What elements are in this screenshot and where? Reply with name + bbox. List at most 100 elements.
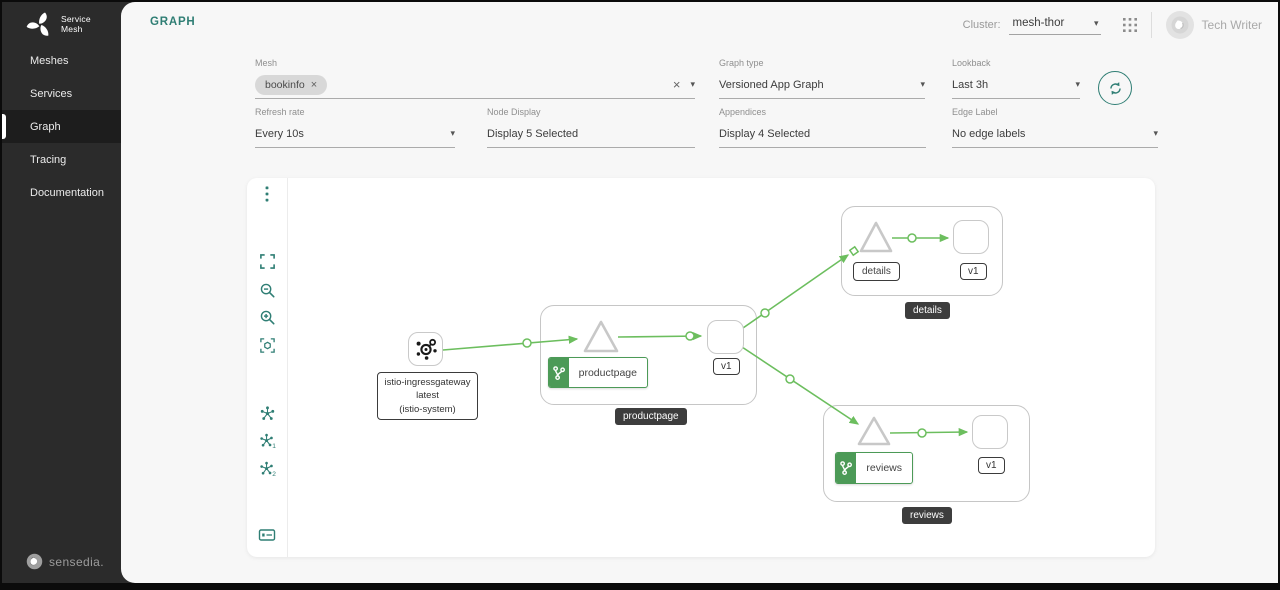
refresh-button[interactable] xyxy=(1098,71,1132,105)
graph-type-label: Graph type xyxy=(719,58,764,68)
mesh-chip[interactable]: bookinfo × xyxy=(255,74,328,95)
refresh-rate-select[interactable]: Every 10s ▾ xyxy=(255,122,455,148)
graph-type-field: Graph type Versioned App Graph ▾ xyxy=(719,58,925,99)
logo-line-1: Service xyxy=(61,14,91,25)
layout-1-icon[interactable]: 1 xyxy=(258,431,276,449)
main-panel: GRAPH Cluster: mesh-thor ▾ xyxy=(121,2,1278,583)
sidebar-item-label: Tracing xyxy=(30,153,67,166)
mesh-node-icon xyxy=(416,338,437,360)
svg-text:2: 2 xyxy=(272,471,276,477)
refresh-rate-label: Refresh rate xyxy=(255,107,305,117)
header-divider xyxy=(1150,12,1152,38)
refresh-rate-value: Every 10s xyxy=(255,127,304,140)
version-label-details[interactable]: v1 xyxy=(960,263,987,280)
sidebar: Service Mesh Meshes Services Graph Traci… xyxy=(2,2,121,583)
graph-menu-kebab-icon[interactable] xyxy=(258,185,276,203)
sidebar-item-tracing[interactable]: Tracing xyxy=(2,143,121,176)
app-badge-reviews[interactable]: reviews xyxy=(835,452,913,484)
node-label-istio-ingressgateway[interactable]: istio-ingressgateway latest (istio-syste… xyxy=(377,372,478,420)
workload-node-reviews-v1[interactable] xyxy=(972,415,1008,449)
mesh-field-label: Mesh xyxy=(255,58,278,68)
group-tooltip-details: details xyxy=(905,302,950,319)
caret-down-icon: ▾ xyxy=(920,79,925,89)
workload-node-productpage-v1[interactable] xyxy=(707,320,744,354)
sensedia-logo-icon xyxy=(26,553,43,570)
sidebar-item-graph[interactable]: Graph xyxy=(2,110,121,143)
logo-line-2: Mesh xyxy=(61,24,83,34)
avatar[interactable] xyxy=(1165,11,1194,39)
version-label-reviews[interactable]: v1 xyxy=(978,457,1005,474)
gateway-namespace: (istio-system) xyxy=(399,403,456,415)
service-triangle-details[interactable] xyxy=(858,219,894,255)
zoom-fit-icon[interactable] xyxy=(258,336,276,354)
logo-text: Service Mesh xyxy=(61,14,91,35)
versioned-app-icon xyxy=(549,358,569,387)
service-triangle-reviews[interactable] xyxy=(856,414,892,448)
node-display-value: Display 5 Selected xyxy=(487,127,579,140)
clear-icon[interactable]: × xyxy=(672,77,681,92)
sidebar-item-label: Services xyxy=(30,87,73,100)
graph-type-select[interactable]: Versioned App Graph ▾ xyxy=(719,73,925,99)
edge-label-field: Edge Label No edge labels ▾ xyxy=(952,107,1158,148)
user-name: Tech Writer xyxy=(1201,18,1262,32)
group-tooltip-productpage: productpage xyxy=(615,408,687,425)
sidebar-item-meshes[interactable]: Meshes xyxy=(2,44,121,77)
app-badge-label: reviews xyxy=(866,462,902,474)
node-display-select[interactable]: Display 5 Selected xyxy=(487,122,695,148)
app-badge-productpage[interactable]: productpage xyxy=(548,357,648,388)
graph-toolbar: 1 2 xyxy=(247,178,288,557)
layout-2-icon[interactable]: 2 xyxy=(258,459,276,477)
caret-down-icon: ▾ xyxy=(1094,17,1099,28)
node-label-details[interactable]: details xyxy=(853,262,900,281)
page-title: GRAPH xyxy=(150,16,196,28)
gateway-name: istio-ingressgateway xyxy=(384,377,471,388)
caret-down-icon: ▾ xyxy=(1075,79,1080,89)
svg-text:1: 1 xyxy=(272,443,276,449)
lookback-field: Lookback Last 3h ▾ xyxy=(952,58,1080,99)
sidebar-item-services[interactable]: Services xyxy=(2,77,121,110)
header-controls: Cluster: mesh-thor ▾ xyxy=(963,9,1262,41)
app-badge-label: productpage xyxy=(578,366,637,379)
graph-canvas: 1 2 xyxy=(247,178,1155,557)
node-istio-ingressgateway[interactable] xyxy=(408,332,443,366)
lookback-label: Lookback xyxy=(952,58,991,68)
mesh-field-value[interactable]: bookinfo × × ▾ xyxy=(255,73,695,99)
version-label-productpage[interactable]: v1 xyxy=(713,358,740,375)
caret-down-icon[interactable]: ▾ xyxy=(690,79,695,89)
sidebar-nav: Meshes Services Graph Tracing Documentat… xyxy=(2,44,121,209)
mesh-field: Mesh bookinfo × × ▾ xyxy=(255,58,695,99)
service-mesh-logo: Service Mesh xyxy=(26,11,91,39)
fullscreen-icon[interactable] xyxy=(258,252,276,270)
edge-label-select[interactable]: No edge labels ▾ xyxy=(952,122,1158,148)
gateway-version: latest xyxy=(416,390,439,402)
cluster-select[interactable]: mesh-thor ▾ xyxy=(1008,15,1101,35)
sidebar-item-label: Meshes xyxy=(30,54,69,67)
edge-label-label: Edge Label xyxy=(952,107,998,117)
group-tooltip-reviews: reviews xyxy=(902,507,952,524)
legend-icon[interactable] xyxy=(258,526,276,544)
service-triangle-productpage[interactable] xyxy=(581,318,621,355)
workload-node-details-v1[interactable] xyxy=(953,220,989,254)
lookback-select[interactable]: Last 3h ▾ xyxy=(952,73,1080,99)
cluster-label: Cluster: xyxy=(962,19,1001,31)
node-display-field: Node Display Display 5 Selected xyxy=(487,107,695,148)
zoom-in-icon[interactable] xyxy=(258,308,276,326)
caret-down-icon: ▾ xyxy=(1153,128,1158,138)
versioned-app-icon xyxy=(836,453,857,483)
sidebar-item-label: Documentation xyxy=(30,186,104,199)
zoom-out-icon[interactable] xyxy=(258,281,276,299)
service-mesh-logo-icon xyxy=(26,12,49,36)
appendices-value: Display 4 Selected xyxy=(719,127,811,140)
apps-grid-icon[interactable] xyxy=(1122,18,1137,32)
appendices-field: Appendices Display 4 Selected xyxy=(719,107,926,148)
layout-default-icon[interactable] xyxy=(258,404,276,422)
cluster-value: mesh-thor xyxy=(1012,17,1065,29)
node-display-label: Node Display xyxy=(487,107,541,117)
chip-remove-icon[interactable]: × xyxy=(310,78,318,91)
sensedia-brand: sensedia. xyxy=(26,553,104,570)
graph-view[interactable]: istio-ingressgateway latest (istio-syste… xyxy=(247,178,1155,557)
refresh-rate-field: Refresh rate Every 10s ▾ xyxy=(255,107,455,148)
appendices-select[interactable]: Display 4 Selected xyxy=(719,122,926,148)
sidebar-item-documentation[interactable]: Documentation xyxy=(2,176,121,209)
